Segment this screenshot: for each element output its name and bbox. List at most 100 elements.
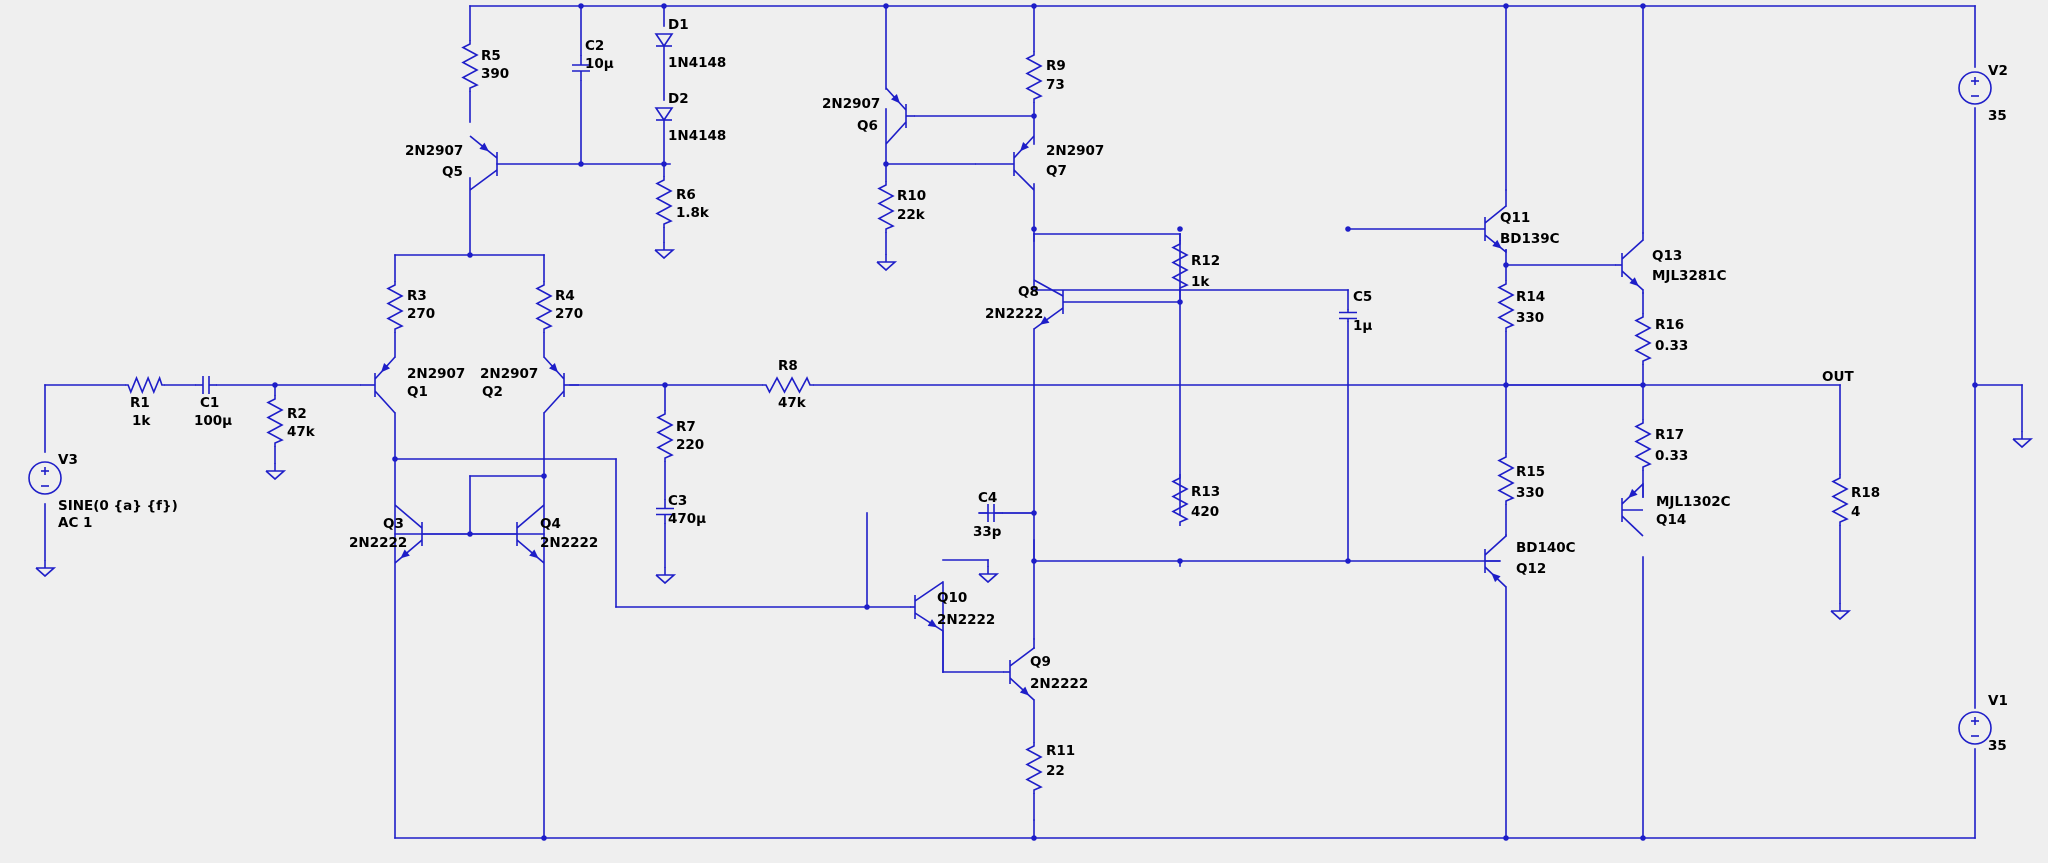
resistor-r17 (1634, 419, 1652, 471)
label-c4-b: 33p (973, 524, 1002, 540)
resistor-r1 (125, 375, 165, 395)
label-r6-a: R6 (676, 187, 696, 203)
label-r5-b: 390 (481, 66, 509, 82)
resistor-r5 (461, 40, 479, 92)
label-q5-a: 2N2907 (405, 143, 463, 159)
label-r17-a: R17 (1655, 427, 1684, 443)
capacitor-c1 (195, 376, 217, 394)
junction-dot (1031, 510, 1037, 516)
label-q1-a: 2N2907 (407, 366, 465, 382)
ground-r6 (654, 242, 676, 260)
transistor-q6 (885, 87, 915, 145)
label-c2-b: 10µ (585, 56, 614, 72)
junction-dot (1503, 382, 1509, 388)
resistor-r6 (655, 176, 673, 228)
label-r2-b: 47k (287, 424, 316, 440)
voltage-source-v3 (28, 461, 62, 495)
label-d2-a: D2 (668, 91, 689, 107)
diode-d1 (654, 33, 674, 48)
label-r18-a: R18 (1851, 485, 1880, 501)
ground-r18 (1830, 603, 1852, 621)
label-c1-a: C1 (200, 395, 219, 411)
label-r3-b: 270 (407, 306, 435, 322)
label-r6-b: 1.8k (676, 205, 710, 221)
junction-dot (1640, 835, 1646, 841)
net-label-out: OUT (1822, 369, 1854, 385)
label-r10-a: R10 (897, 188, 926, 204)
label-r14-a: R14 (1516, 289, 1545, 305)
junction-dot (1503, 3, 1509, 9)
junction-dot (541, 473, 547, 479)
resistor-r16 (1634, 313, 1652, 365)
label-c1-b: 100µ (194, 413, 232, 429)
junction-dot (661, 161, 667, 167)
label-r10-b: 22k (897, 207, 926, 223)
label-r14-b: 330 (1516, 310, 1544, 326)
capacitor-c3 (656, 499, 674, 524)
label-q9-a: Q9 (1030, 654, 1051, 670)
label-r12-a: R12 (1191, 253, 1220, 269)
resistor-r12 (1171, 240, 1189, 292)
transistor-q1 (360, 356, 396, 414)
wires (44, 5, 2023, 839)
resistor-r15 (1497, 453, 1515, 505)
components (28, 33, 2034, 794)
label-q8-b: 2N2222 (985, 306, 1043, 322)
junction-dot (662, 382, 668, 388)
junction-dot (467, 252, 473, 258)
ground-v3 (35, 560, 57, 578)
resistor-r3 (386, 281, 404, 333)
label-q6-a: 2N2907 (822, 96, 880, 112)
label-c4-a: C4 (978, 490, 997, 506)
transistor-q3 (394, 504, 470, 564)
label-c2-a: C2 (585, 38, 604, 54)
label-r13-b: 420 (1191, 504, 1219, 520)
capacitor-c5 (1339, 309, 1357, 322)
label-d1-b: 1N4148 (668, 55, 726, 71)
label-r16-b: 0.33 (1655, 338, 1688, 354)
junction-dot (1031, 835, 1037, 841)
capacitor-c2 (572, 55, 590, 81)
label-q14-b: Q14 (1656, 512, 1686, 528)
junction-dot (392, 456, 398, 462)
resistor-r18 (1831, 474, 1849, 526)
label-q13-b: MJL3281C (1652, 268, 1727, 284)
junction-dot (1503, 835, 1509, 841)
label-q13-a: Q13 (1652, 248, 1682, 264)
label-q8-a: Q8 (1018, 284, 1039, 300)
label-c3-a: C3 (668, 493, 687, 509)
label-q1-b: Q1 (407, 384, 428, 400)
transistor-q14 (1621, 483, 1644, 537)
voltage-source-v1 (1958, 711, 1992, 745)
transistor-q12 (1484, 535, 1507, 588)
resistor-r14 (1497, 280, 1515, 332)
label-v3-b: SINE(0 {a} {f}) (58, 498, 178, 514)
capacitor-c4 (979, 504, 1003, 522)
junction-dot (883, 3, 889, 9)
junction-dot (578, 3, 584, 9)
label-r11-a: R11 (1046, 743, 1075, 759)
label-r2-a: R2 (287, 406, 307, 422)
ground-supply (2012, 431, 2034, 449)
label-v3-a: V3 (58, 452, 78, 468)
ground-q10 (978, 566, 1000, 584)
junction-dot (578, 161, 584, 167)
resistor-r9 (1025, 51, 1043, 103)
label-r16-a: R16 (1655, 317, 1684, 333)
ground-r10 (876, 254, 898, 272)
label-c5-a: C5 (1353, 289, 1372, 305)
junction-dot (1640, 382, 1646, 388)
label-q2-b: Q2 (482, 384, 503, 400)
resistor-r11 (1025, 742, 1043, 794)
label-q6-b: Q6 (857, 118, 878, 134)
junctions (272, 3, 1978, 841)
resistor-r2 (266, 395, 284, 447)
junction-dot (864, 604, 870, 610)
transistor-q5 (469, 135, 498, 191)
label-c5-b: 1µ (1353, 318, 1372, 334)
resistor-r7 (656, 410, 674, 462)
label-q10-b: 2N2222 (937, 612, 995, 628)
label-r15-a: R15 (1516, 464, 1545, 480)
